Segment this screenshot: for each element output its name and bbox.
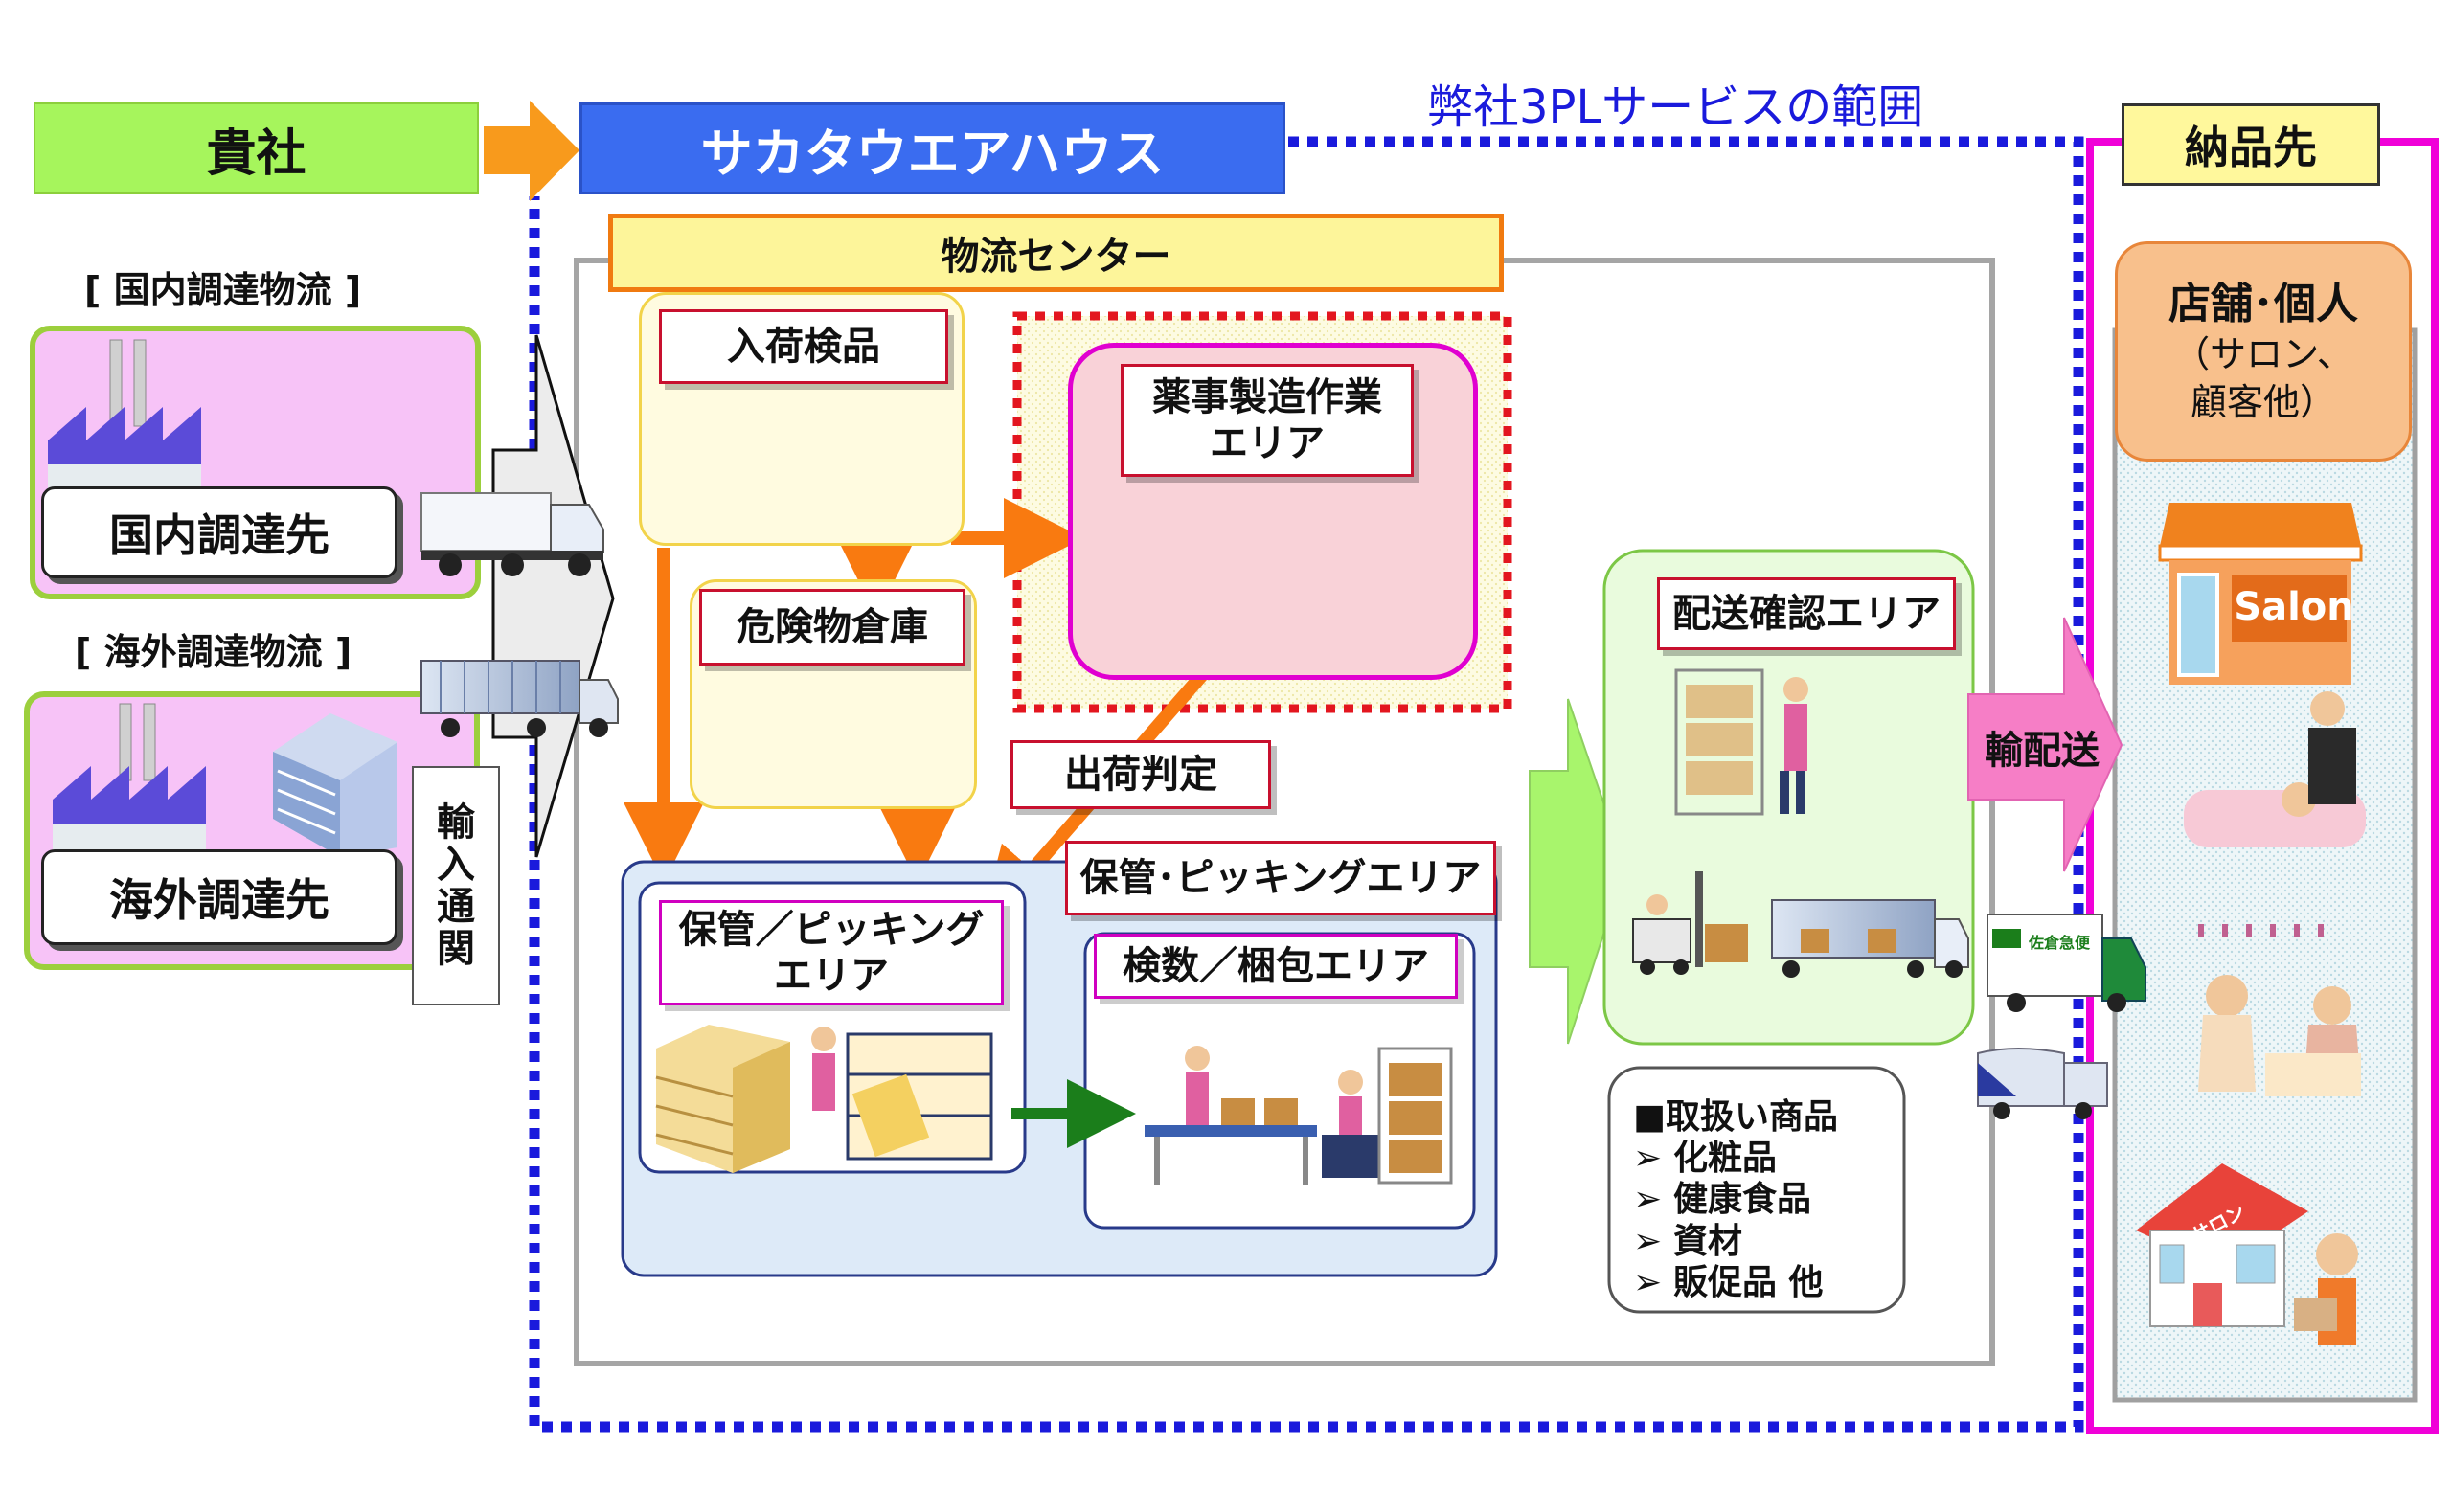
truck-loading-illustration	[1771, 899, 1969, 978]
transport-label: 輸配送	[1985, 729, 2100, 773]
storage-label-line2: エリア	[774, 954, 889, 998]
storage-picking-area-label: 保管･ピッキングエリア	[1079, 856, 1482, 900]
domestic-supplier-label: 国内調達先	[109, 509, 329, 561]
products-list: ■取扱い商品 ➢化粧品 ➢健康食品 ➢資材 ➢販促品 他	[1633, 1096, 1892, 1307]
massage-illustration	[2184, 691, 2366, 847]
product-item: ➢化粧品	[1633, 1139, 1778, 1179]
product-item: ➢健康食品	[1633, 1180, 1812, 1220]
delivery-dest-label: 納品先	[2185, 122, 2317, 173]
counter-illustration	[2198, 924, 2361, 1096]
receiving-box: 入荷検品	[659, 309, 948, 384]
pharma-box: 薬事製造作業 エリア	[1121, 364, 1414, 477]
stores-sub1: （サロン、	[2173, 333, 2353, 376]
stores-sub2: 顧客他）	[2190, 380, 2336, 423]
client-label: 貴社	[206, 124, 306, 183]
customs-char: 入	[437, 843, 475, 887]
inspection-illustration	[1674, 668, 1808, 816]
confirm-label: 配送確認エリア	[1672, 592, 1941, 636]
hazmat-label: 危険物倉庫	[737, 605, 928, 649]
product-item: ➢販促品 他	[1633, 1262, 1824, 1302]
overseas-supplier-label: 海外調達先	[109, 874, 329, 926]
inspect-pack-box: 検数／梱包エリア	[1094, 934, 1458, 999]
ship-judge-label: 出荷判定	[1064, 753, 1217, 797]
domestic-supplier-box: 国内調達先	[41, 486, 397, 578]
transport-arrow	[1967, 617, 2123, 872]
packing-illustration	[1145, 1046, 1453, 1185]
pharma-label-line1: 薬事製造作業	[1152, 375, 1382, 419]
confirm-box: 配送確認エリア	[1657, 577, 1956, 650]
inspect-pack-label: 検数／梱包エリア	[1123, 944, 1429, 988]
overseas-section-title: [ 海外調達物流 ]	[75, 631, 352, 673]
client-to-warehouse-arrow	[484, 101, 579, 201]
salon-house-illustration	[2136, 1163, 2358, 1345]
delivery-truck-illustration	[1987, 914, 2146, 1012]
products-title: ■取扱い商品	[1633, 1097, 1839, 1137]
salon-storefront-illustration	[2158, 503, 2363, 685]
receiving-label: 入荷検品	[727, 325, 880, 369]
building-illustration	[273, 713, 397, 857]
delivery-dest-box: 納品先	[2122, 103, 2380, 186]
storage-picking-box: 保管／ピッキング エリア	[659, 900, 1004, 1005]
tanker-truck-illustration	[1977, 1048, 2108, 1119]
domestic-section-title: [ 国内調達物流 ]	[84, 269, 362, 311]
pharma-label-line2: エリア	[1210, 421, 1325, 465]
ship-judge-box: 出荷判定	[1010, 740, 1271, 809]
warehouse-banner: サカタウエアハウス	[579, 102, 1285, 194]
customs-char: 輸	[437, 801, 475, 845]
truck-logo: 佐倉急便	[2028, 934, 2090, 952]
product-item: ➢資材	[1633, 1221, 1743, 1261]
warehouse-label: サカタウエアハウス	[700, 123, 1165, 184]
products-box	[1607, 1066, 1906, 1314]
picking-illustration	[811, 1027, 993, 1161]
stores-title: 店舗･個人	[2168, 280, 2358, 329]
forklift-illustration	[1632, 871, 1748, 975]
logistics-center-label: 物流センター	[941, 235, 1171, 279]
hazmat-box: 危険物倉庫	[699, 589, 965, 666]
customs-box: 輸 入 通 関	[412, 766, 500, 1005]
customs-char: 関	[437, 927, 475, 971]
client-box: 貴社	[34, 102, 479, 194]
scope-label: 弊社3PLサービスの範囲	[1427, 80, 1924, 134]
intake-arrow	[491, 334, 615, 858]
shelves-illustration	[655, 1025, 790, 1173]
logistics-center-title: 物流センター	[608, 214, 1504, 292]
storage-picking-area-box: 保管･ピッキングエリア	[1065, 841, 1496, 915]
scope-border	[529, 136, 2084, 1433]
container-truck-illustration	[420, 660, 619, 737]
truck-illustration	[420, 492, 604, 576]
stores-box: 店舗･個人 （サロン、 顧客他）	[2115, 241, 2412, 462]
overseas-supplier-box: 海外調達先	[41, 849, 397, 945]
customs-char: 通	[437, 885, 475, 929]
flow-to-confirm	[1529, 698, 1627, 1045]
storage-label-line1: 保管／ピッキング	[678, 908, 985, 952]
salon-sign: Salon	[2234, 585, 2354, 629]
